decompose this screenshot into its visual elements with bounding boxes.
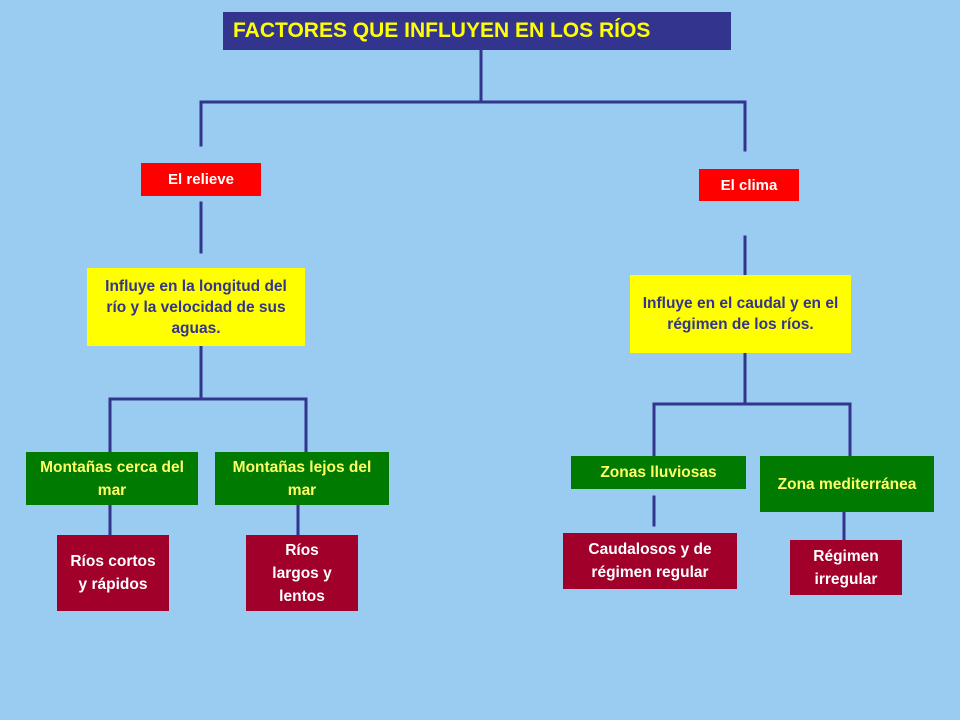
result-rios-largos: Ríos largos y lentos — [246, 535, 358, 611]
factor-relieve: El relieve — [141, 163, 261, 196]
result-rios-cortos: Ríos cortos y rápidos — [57, 535, 169, 611]
subfactor-montanas-cerca: Montañas cerca del mar — [26, 452, 198, 505]
clima-description: Influye en el caudal y en el régimen de … — [630, 275, 851, 353]
subfactor-zona-mediterranea: Zona mediterránea — [760, 456, 934, 512]
subfactor-montanas-lejos: Montañas lejos del mar — [215, 452, 389, 505]
result-caudalosos: Caudalosos y de régimen regular — [563, 533, 737, 589]
diagram-title: FACTORES QUE INFLUYEN EN LOS RÍOS — [223, 12, 731, 50]
relieve-description: Influye en la longitud del río y la velo… — [87, 268, 305, 346]
result-regimen-irregular: Régimen irregular — [790, 540, 902, 595]
subfactor-zonas-lluviosas: Zonas lluviosas — [571, 456, 746, 489]
factor-clima: El clima — [699, 169, 799, 201]
